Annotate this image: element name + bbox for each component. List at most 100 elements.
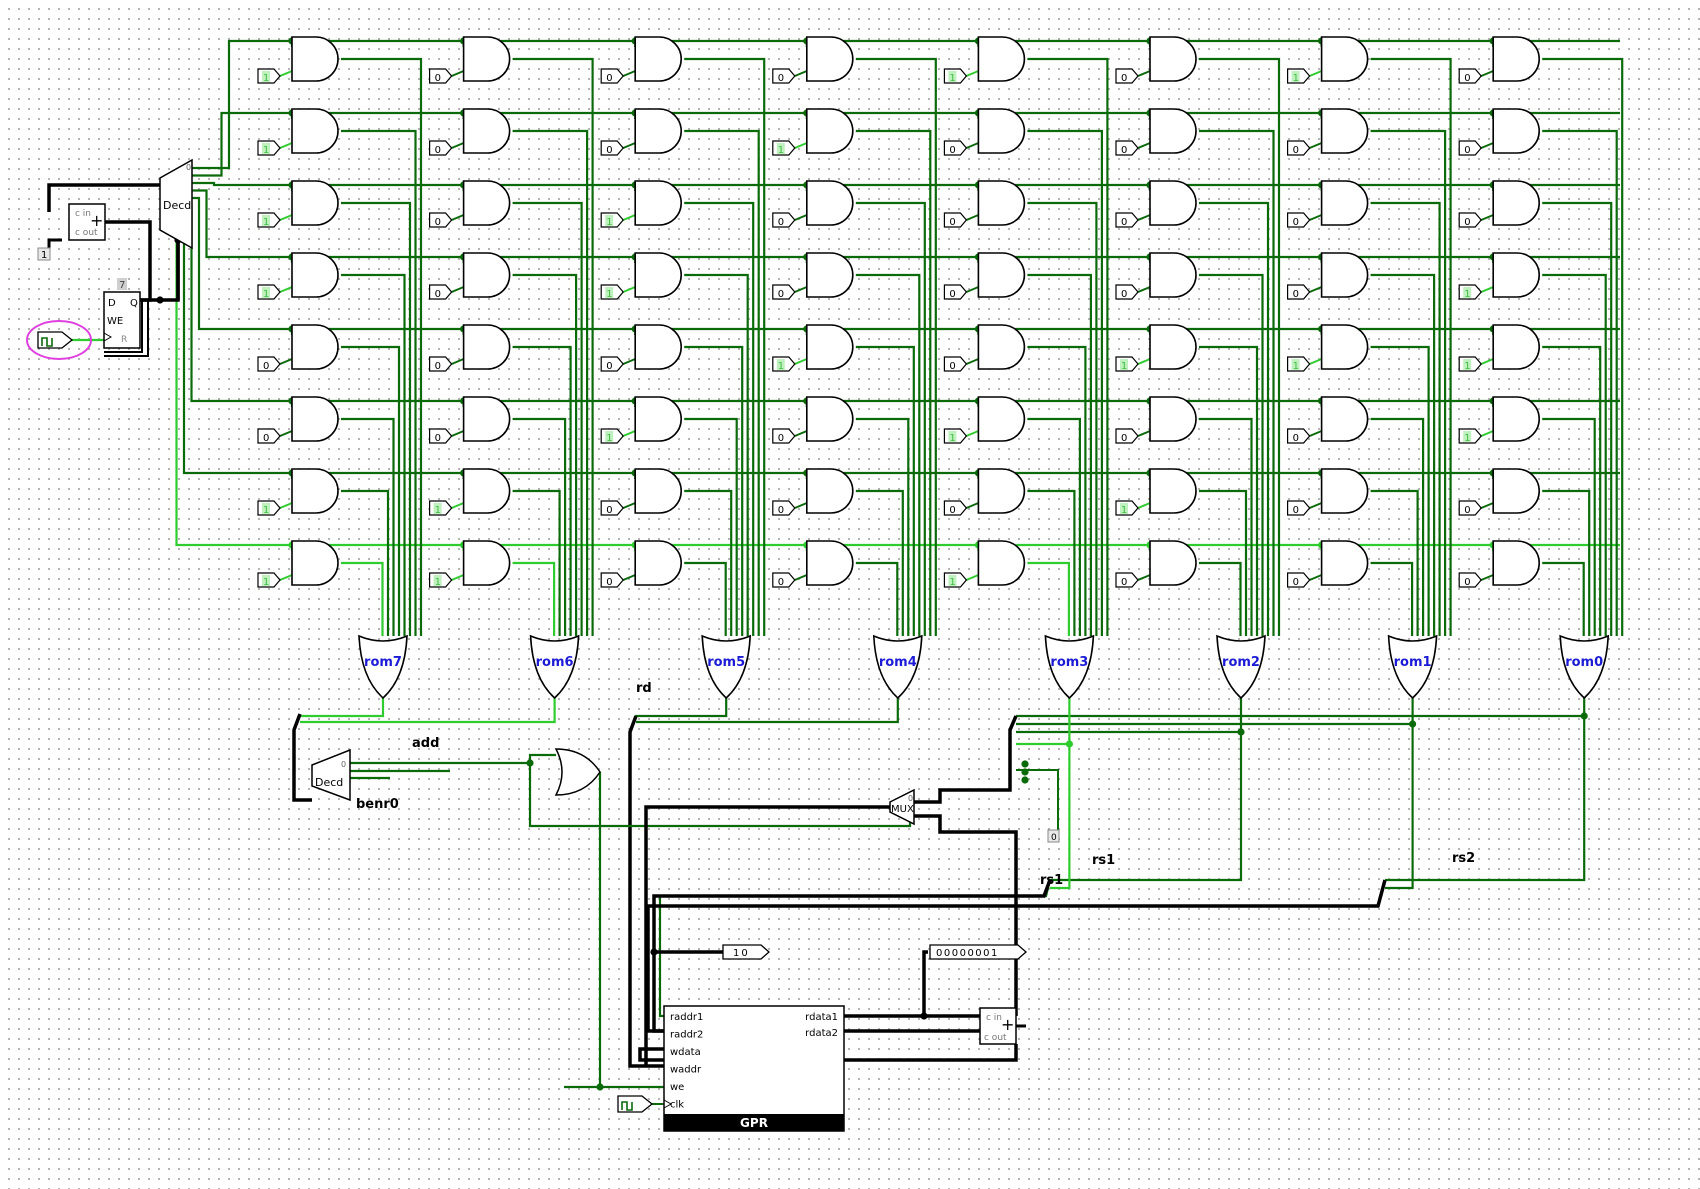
rom-or-gate[interactable]	[358, 634, 408, 700]
and-gate[interactable]	[291, 36, 339, 82]
rom-bit-pin[interactable]	[257, 140, 281, 156]
rom-bit-pin[interactable]	[600, 140, 624, 156]
and-gate[interactable]	[806, 468, 854, 514]
and-gate[interactable]	[977, 324, 1026, 370]
and-gate[interactable]	[1320, 108, 1369, 154]
and-gate[interactable]	[634, 540, 682, 586]
and-gate[interactable]	[1149, 468, 1197, 514]
and-gate[interactable]	[1492, 540, 1540, 586]
rom-bit-pin[interactable]	[772, 140, 796, 156]
and-gate[interactable]	[806, 540, 854, 586]
and-gate[interactable]	[634, 108, 682, 154]
and-gate[interactable]	[1492, 252, 1540, 298]
rom-bit-pin[interactable]	[943, 500, 968, 516]
rom-bit-pin[interactable]	[429, 68, 453, 84]
and-gate[interactable]	[806, 36, 854, 82]
rom-bit-pin[interactable]	[1458, 500, 1482, 516]
rom-bit-pin[interactable]	[772, 356, 796, 372]
and-gate[interactable]	[806, 252, 854, 298]
and-gate[interactable]	[1149, 540, 1197, 586]
and-gate[interactable]	[462, 180, 511, 226]
rom-bit-pin[interactable]	[943, 572, 968, 588]
rom-bit-pin[interactable]	[429, 572, 453, 588]
and-gate[interactable]	[977, 36, 1026, 82]
rom-bit-pin[interactable]	[1458, 284, 1482, 300]
and-gate[interactable]	[977, 396, 1026, 442]
and-gate[interactable]	[634, 36, 682, 82]
rom-or-gate[interactable]	[529, 634, 580, 700]
rom-bit-pin[interactable]	[257, 284, 281, 300]
rom-bit-pin[interactable]	[1287, 212, 1311, 228]
rom-bit-pin[interactable]	[600, 356, 624, 372]
rom-bit-pin[interactable]	[943, 356, 968, 372]
rom-bit-pin[interactable]	[772, 212, 796, 228]
rom-or-gate[interactable]	[872, 634, 923, 700]
and-gate[interactable]	[291, 324, 339, 370]
rom-bit-pin[interactable]	[1115, 500, 1139, 516]
and-gate[interactable]	[634, 252, 682, 298]
rom-or-gate[interactable]	[1216, 634, 1266, 700]
rom-bit-pin[interactable]	[257, 68, 281, 84]
rom-bit-pin[interactable]	[1287, 140, 1311, 156]
and-gate[interactable]	[634, 324, 682, 370]
rom-bit-pin[interactable]	[429, 356, 453, 372]
and-gate[interactable]	[1320, 396, 1369, 442]
rom-bit-pin[interactable]	[1287, 356, 1311, 372]
rom-bit-pin[interactable]	[1115, 212, 1139, 228]
and-gate[interactable]	[462, 36, 511, 82]
const-zero-pin[interactable]	[1047, 829, 1060, 843]
rom-bit-pin[interactable]	[1287, 428, 1311, 444]
rom-bit-pin[interactable]	[257, 428, 281, 444]
rom-bit-pin[interactable]	[1115, 428, 1139, 444]
and-gate[interactable]	[1320, 324, 1369, 370]
and-gate[interactable]	[462, 396, 511, 442]
and-gate[interactable]	[462, 108, 511, 154]
rom-bit-pin[interactable]	[772, 428, 796, 444]
rom-bit-pin[interactable]	[1458, 140, 1482, 156]
rom-bit-pin[interactable]	[1115, 68, 1139, 84]
rom-bit-pin[interactable]	[1115, 284, 1139, 300]
rom-bit-pin[interactable]	[1458, 68, 1482, 84]
rom-bit-pin[interactable]	[429, 500, 453, 516]
rom-bit-pin[interactable]	[257, 500, 281, 516]
rom-bit-pin[interactable]	[1115, 140, 1139, 156]
rom-bit-pin[interactable]	[943, 68, 968, 84]
rom-bit-pin[interactable]	[943, 284, 968, 300]
rom-bit-pin[interactable]	[1287, 284, 1311, 300]
and-gate[interactable]	[1149, 36, 1197, 82]
and-gate[interactable]	[1149, 396, 1197, 442]
rom-bit-pin[interactable]	[600, 212, 624, 228]
rom-bit-pin[interactable]	[1458, 356, 1482, 372]
rom-bit-pin[interactable]	[772, 284, 796, 300]
rom-or-gate[interactable]	[701, 634, 752, 700]
rom-bit-pin[interactable]	[943, 428, 968, 444]
and-gate[interactable]	[462, 468, 511, 514]
gpr-adder[interactable]	[979, 1007, 1017, 1045]
and-gate[interactable]	[1149, 252, 1197, 298]
we-or-gate[interactable]	[554, 748, 601, 796]
and-gate[interactable]	[1320, 540, 1369, 586]
gpr-block[interactable]	[663, 1005, 845, 1132]
and-gate[interactable]	[1149, 324, 1197, 370]
rom-bit-pin[interactable]	[429, 284, 453, 300]
rom-bit-pin[interactable]	[1287, 68, 1311, 84]
pc-register[interactable]	[103, 291, 141, 349]
and-gate[interactable]	[806, 396, 854, 442]
counter-adder[interactable]	[68, 203, 106, 241]
rom-bit-pin[interactable]	[943, 140, 968, 156]
rom-bit-pin[interactable]	[429, 212, 453, 228]
and-gate[interactable]	[1492, 180, 1540, 226]
rom-or-gate[interactable]	[1559, 634, 1610, 700]
rom-bit-pin[interactable]	[772, 572, 796, 588]
and-gate[interactable]	[291, 180, 339, 226]
rom-bit-pin[interactable]	[257, 212, 281, 228]
const-one-pin[interactable]	[37, 247, 51, 261]
and-gate[interactable]	[977, 252, 1026, 298]
and-gate[interactable]	[977, 540, 1026, 586]
opcode-decoder[interactable]	[311, 748, 351, 802]
and-gate[interactable]	[634, 468, 682, 514]
rom-bit-pin[interactable]	[429, 140, 453, 156]
rom-bit-pin[interactable]	[600, 284, 624, 300]
rom-bit-pin[interactable]	[1287, 500, 1311, 516]
and-gate[interactable]	[1149, 108, 1197, 154]
